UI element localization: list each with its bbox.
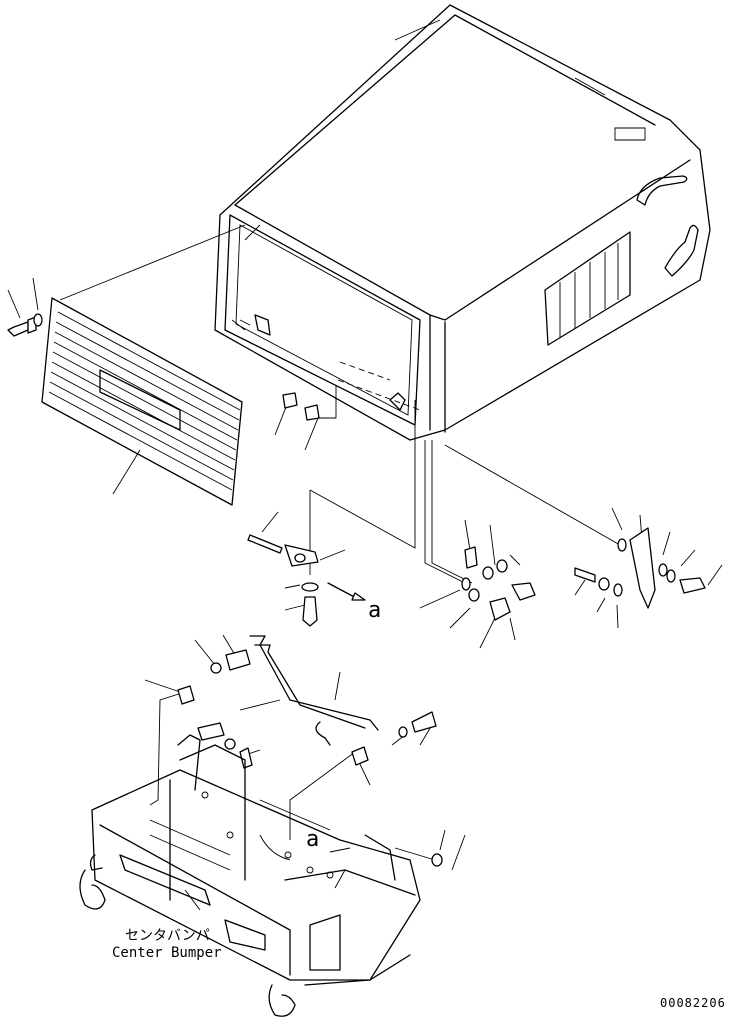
front-grille: [41, 224, 246, 506]
center-bumper-frame: [79, 734, 421, 1017]
ref-marker-a-lower: a: [306, 827, 319, 852]
ref-marker-a-upper: a: [368, 598, 381, 623]
center-bumper-label-jp: センタバンパ: [125, 928, 210, 944]
leader-lines: [7, 277, 723, 911]
hardware-parts: [7, 313, 706, 867]
center-bumper-label-en: Center Bumper: [112, 945, 222, 961]
hood-cover: [214, 4, 711, 441]
drawing-number: 00082206: [660, 996, 726, 1010]
